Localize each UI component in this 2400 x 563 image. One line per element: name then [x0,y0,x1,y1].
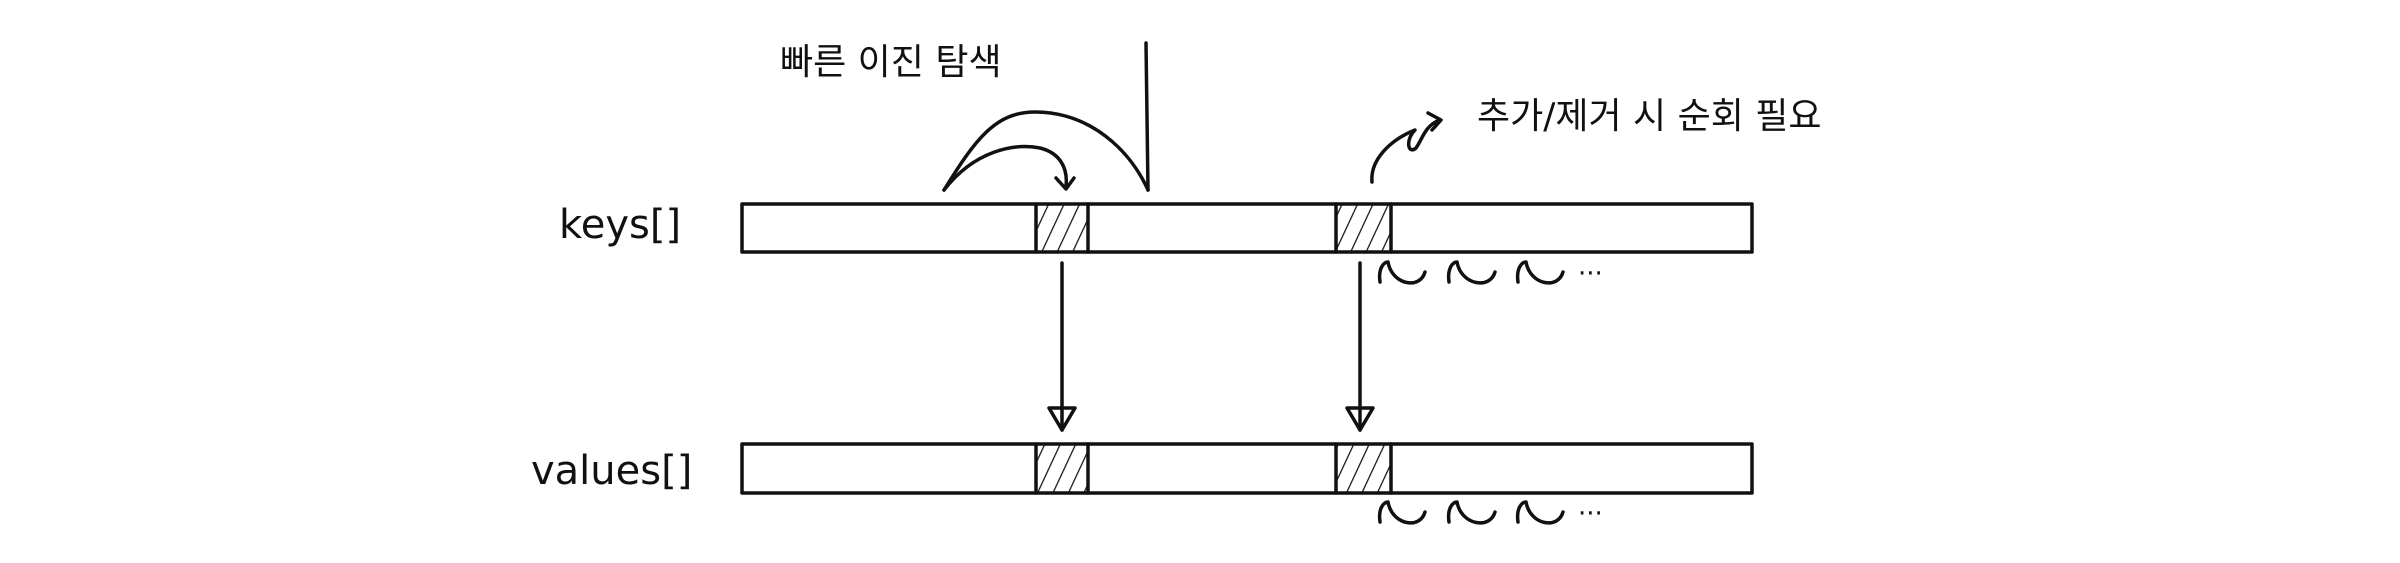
binary-search-label: 빠른 이진 탐색 [780,42,1002,83]
values-label: values[] [531,448,692,494]
small-arc [942,144,1069,192]
keys-label: keys[] [559,202,681,248]
arrowhead-icon [1345,406,1375,432]
traversal-label: 추가/제거 시 순회 필요 [1477,96,1822,137]
arrowhead-icon [1047,406,1077,432]
keys-hatched-cell-2 [1336,205,1391,252]
arrowhead-icon [1426,111,1443,132]
ellipsis: ··· [1578,259,1603,289]
keys-hatched-cell-1 [1036,205,1088,252]
arrowhead-icon [1054,176,1076,191]
mapping-arrows [1047,261,1375,432]
values-hatched-cell-2 [1336,445,1391,493]
keys-array [740,202,1754,254]
vertical-line [1144,41,1150,192]
values-array [740,442,1754,495]
shift-loops-values: ··· [1377,499,1603,529]
ellipsis: ··· [1578,499,1603,529]
traversal-swoosh [1370,111,1443,184]
values-hatched-cell-1 [1036,445,1088,493]
large-arc [942,110,1150,192]
shift-loops-keys: ··· [1377,259,1603,289]
binary-search-arcs [942,41,1150,192]
